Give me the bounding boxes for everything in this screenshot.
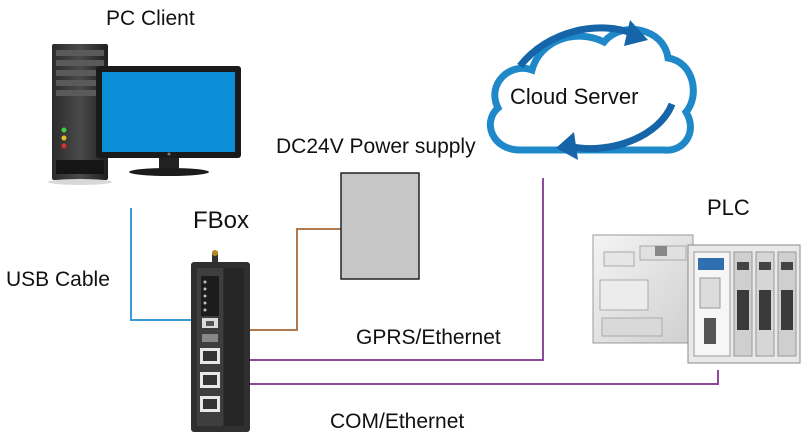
pc-client-label: PC Client <box>106 7 195 30</box>
plc-device-icon <box>592 234 801 364</box>
plc-label: PLC <box>707 195 750 220</box>
cloud-server-icon <box>486 20 697 160</box>
usb-cable-line <box>130 208 191 321</box>
power-cable-line <box>250 228 341 331</box>
gprs-ethernet-label: GPRS/Ethernet <box>356 326 501 349</box>
usb-cable-label: USB Cable <box>6 268 110 291</box>
pc-client-icon <box>48 44 241 185</box>
power-supply-label: DC24V Power supply <box>276 135 476 158</box>
fbox-device-icon <box>191 250 250 432</box>
com-ethernet-label: COM/Ethernet <box>330 410 465 433</box>
gprs-ethernet-line <box>250 178 544 361</box>
fbox-label: FBox <box>193 207 250 234</box>
power-supply-box <box>340 172 420 280</box>
com-ethernet-line <box>250 370 719 385</box>
cloud-server-label: Cloud Server <box>510 84 639 109</box>
